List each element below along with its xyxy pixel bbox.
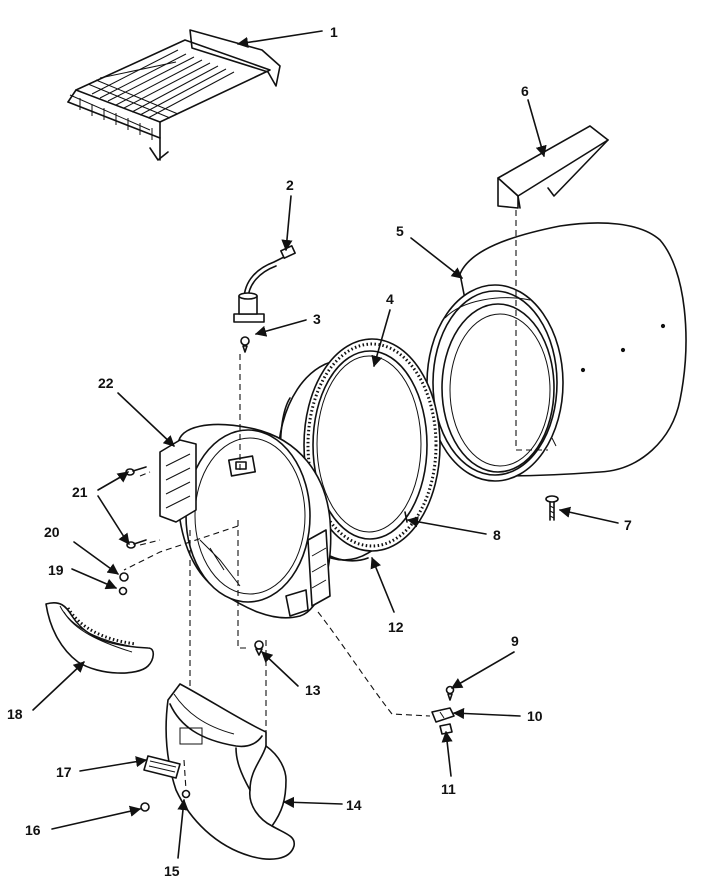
part-nut-20 <box>119 572 129 582</box>
callout-16: 16 <box>25 822 41 838</box>
callout-11: 11 <box>441 781 456 797</box>
part-screw-13 <box>254 640 264 656</box>
callout-3: 3 <box>313 311 321 327</box>
callout-6: 6 <box>521 83 529 99</box>
part-screw-7 <box>545 495 559 521</box>
part-bracket-10 <box>431 707 455 723</box>
callout-14: 14 <box>346 797 362 813</box>
callout-2: 2 <box>286 177 294 193</box>
callout-15: 15 <box>164 863 180 879</box>
callout-18: 18 <box>7 706 23 722</box>
callout-13: 13 <box>305 682 321 698</box>
callout-20: 20 <box>44 524 60 540</box>
callout-12: 12 <box>388 619 404 635</box>
part-screw-16 <box>140 802 150 812</box>
part-front-bulkhead <box>159 423 332 619</box>
callout-1: 1 <box>330 24 338 40</box>
callout-5: 5 <box>396 223 404 239</box>
callout-labels: 1 2 3 4 5 6 7 8 9 10 11 12 13 14 15 16 1… <box>7 24 632 879</box>
part-sensor-lead <box>233 245 296 323</box>
callout-10: 10 <box>527 708 543 724</box>
callout-4: 4 <box>386 291 394 307</box>
part-screw-3 <box>240 336 250 353</box>
callout-22: 22 <box>98 375 114 391</box>
part-drum <box>426 222 687 482</box>
part-fasteners-21 <box>125 466 147 549</box>
callout-8: 8 <box>493 527 501 543</box>
part-drying-rack <box>67 29 281 161</box>
leader-lines <box>32 30 619 859</box>
callout-17: 17 <box>56 764 72 780</box>
part-screw-19 <box>118 586 128 596</box>
part-lint-housing <box>45 601 155 674</box>
callout-21: 21 <box>72 484 88 500</box>
callout-19: 19 <box>48 562 64 578</box>
assembly-lines <box>123 210 548 791</box>
part-screw-15 <box>181 789 191 799</box>
part-drum-baffle <box>497 125 609 209</box>
callout-7: 7 <box>624 517 632 533</box>
callout-9: 9 <box>511 633 519 649</box>
